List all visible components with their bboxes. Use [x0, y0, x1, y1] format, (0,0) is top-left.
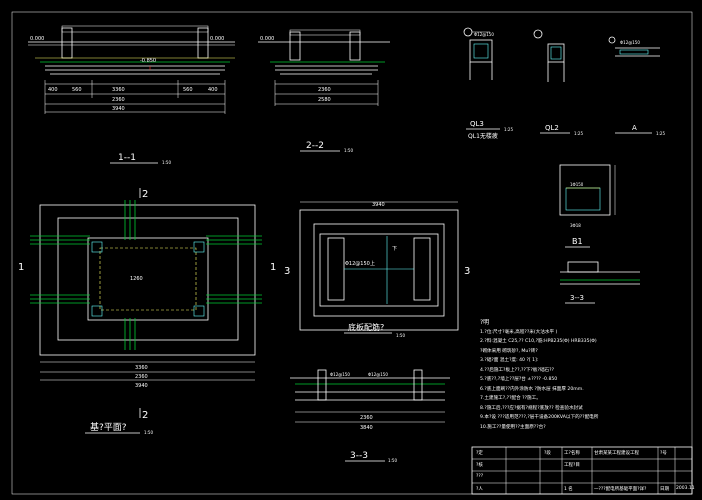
dim-2360-s22: 2360 — [318, 87, 331, 93]
detail-b1-label: B1 — [572, 237, 583, 246]
tb-cell: 一???配电所基础平面?详? — [594, 487, 647, 492]
axis-2-top: 2 — [142, 189, 148, 200]
details-ql: Φ12@150 Φ12@150 QL3 QL1无楼疲 1:25 QL2 1:25… — [463, 27, 665, 140]
slab-plan-title: 底板配筋? — [348, 322, 384, 332]
plan-dim-3940: 3940 — [135, 383, 148, 389]
slab-up: 上 — [370, 260, 375, 267]
dim-2580-s22: 2580 — [318, 97, 331, 103]
detail-a-label: A — [632, 124, 637, 132]
scale-ql2: 1:25 — [574, 131, 583, 136]
detail-ql1-label: QL1无楼疲 — [468, 132, 498, 140]
s33-scale: 1:50 — [388, 458, 397, 463]
scale-2-2: 1:50 — [344, 148, 353, 153]
dim-3360: 3360 — [112, 87, 125, 93]
rebar-label-ql3: Φ12@150 — [474, 32, 494, 37]
detail-b1: 1Φ150 3Φ18 B1 — [559, 164, 616, 248]
tb-cell: ?人 — [476, 487, 483, 492]
section-1-1: 3360 2360 3940 400 560 560 400 0.000 0.0… — [28, 25, 235, 165]
note-line: 5.?底??,?墙上??层?台 ±???? -0.850 — [480, 377, 558, 382]
slab-axis-3-left: 3 — [284, 266, 290, 277]
note-line: ?砌体采用 砌筑砂?, Mu?砖? — [480, 348, 538, 354]
note-line: 9.本?设 ???适用范???,?层干设备200KVA以下的??配电所 — [480, 415, 599, 420]
s33-dim-3840: 3840 — [360, 425, 373, 431]
detail-ql2-label: QL2 — [545, 124, 559, 132]
dim-560: 560 — [72, 87, 82, 93]
note-line: 4.??后施工?板上??,??下?板?础石?? — [480, 367, 555, 373]
dim-560b: 560 — [183, 87, 193, 93]
section-2-2-label: 2--2 — [306, 141, 324, 151]
plan-dim-2360: 2360 — [135, 374, 148, 380]
axis-1-right: 1 — [270, 262, 276, 273]
foundation-plan-title: 基?平面? — [90, 421, 127, 433]
dim-2360: 2360 — [112, 97, 125, 103]
note-line: 1.?位:尺寸?毫米,高程??米(大沽水平 ) — [480, 329, 558, 335]
tb-cell: ?定 — [476, 451, 483, 456]
drawing-frame — [11, 11, 693, 495]
dim-3940: 3940 — [112, 106, 125, 112]
scale-1-1: 1:50 — [162, 160, 171, 165]
b1-bars: 3Φ18 — [570, 223, 581, 228]
tb-cell: 日期 — [660, 487, 669, 492]
slab-rebar-1: Φ12@150 — [345, 261, 370, 267]
slab-plan: Φ12@150 上 下 3940 3 3 底板配筋? 1:50 — [284, 201, 470, 338]
plan-dim-3360: 3360 — [135, 365, 148, 371]
dim-400: 400 — [48, 87, 58, 93]
slab-down: 下 — [392, 246, 397, 252]
elev-0000: 0.000 — [30, 36, 44, 42]
note-line: 2.?料:混凝土 C25,?? C10,?筋:HPB235(Φ) HRB335(… — [480, 339, 597, 344]
axis-2-bottom: 2 — [142, 410, 148, 421]
b1-size: 1Φ150 — [570, 182, 584, 187]
tb-cell: 1 名 — [564, 487, 573, 492]
elev-0000-s22: 0.000 — [260, 36, 274, 42]
tb-cell: 甘肃某某工程建设工程 — [594, 451, 639, 456]
tb-cell: ?号 — [660, 451, 667, 456]
detail-3-3-small: 3--3 — [560, 261, 640, 304]
plan-dim-1260: 1260 — [130, 276, 143, 282]
section-3-3: Φ12@150 Φ12@150 2360 3840 3--3 1:50 — [290, 369, 450, 463]
foundation-plan: 3360 2360 3940 1260 1 1 2 2 基?平面? 1:50 — [18, 188, 276, 435]
scale-ql3: 1:25 — [504, 127, 513, 132]
title-block-text: ?定 ?段 工?名称 甘肃某某工程建设工程 ?号 ?核 工程?目 ??? ?人 … — [472, 447, 695, 494]
tb-cell: ?核 — [476, 463, 483, 468]
slab-plan-scale: 1:50 — [396, 333, 405, 338]
rebar-label-a: Φ12@150 — [620, 40, 640, 45]
dim-400b: 400 — [208, 87, 218, 93]
slab-dim-top: 3940 — [372, 202, 385, 208]
foundation-plan-scale: 1:50 — [144, 430, 153, 435]
s33-dim-2360: 2360 — [360, 415, 373, 421]
elev-0000b: 0.000 — [210, 36, 224, 42]
section-2-2: 2360 2580 0.000 2--2 1:50 — [258, 29, 390, 153]
slab-axis-3-right: 3 — [464, 266, 470, 277]
title-block — [471, 446, 693, 495]
s33-rebar-1: Φ12@150 — [330, 372, 350, 377]
detail-ql3-label: QL3 — [470, 120, 484, 128]
notes-block: ?明 1.?位:尺寸?毫米,高程??米(大沽水平 ) 2.?料:混凝土 C25,… — [480, 318, 685, 432]
scale-a: 1:25 — [656, 131, 665, 136]
tb-cell: ?段 — [544, 451, 551, 456]
elev-0850: -0.850 — [140, 58, 156, 64]
note-line: 10.施工??量使用??主面原??台? — [480, 424, 546, 430]
axis-1-left: 1 — [18, 262, 24, 273]
tb-cell: 2003.11 — [676, 486, 695, 491]
note-line: 3.?础?面 混土?度: 40 ?[ 1]: — [480, 358, 539, 363]
section-3-3-label: 3--3 — [350, 451, 368, 461]
detail-3-3-small-label: 3--3 — [570, 294, 584, 302]
note-line: 7.土建施工?,??配合 ??施工。 — [480, 396, 541, 401]
s33-rebar-2: Φ12@150 — [368, 372, 388, 377]
note-line: 6.?底上面刷??内外涂防水 ?防水层 抹面厚 20mm. — [480, 386, 584, 392]
section-1-1-label: 1--1 — [118, 153, 136, 163]
note-line: 8.?施工后,???应?据有?规程?底放?? 检查验水封试 — [480, 405, 583, 411]
tb-cell: 工?名称 — [564, 451, 580, 456]
tb-cell: 工程?目 — [564, 463, 580, 468]
tb-cell: ??? — [476, 474, 484, 479]
notes-title: ?明 — [480, 319, 490, 326]
